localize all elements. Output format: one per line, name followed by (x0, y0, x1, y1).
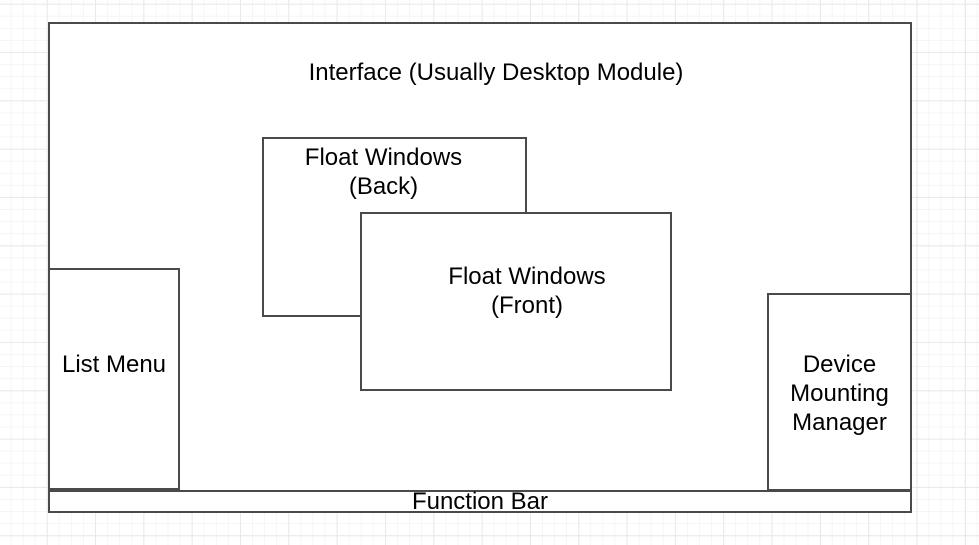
device-mounting-manager-label-line1: Device (802, 351, 877, 378)
float-windows-front-label-line1: Float Windows (448, 263, 606, 290)
device-mounting-manager-label-line3: Manager (792, 409, 887, 436)
float-windows-back-label-line2: (Back) (348, 173, 419, 200)
list-menu-label: List Menu (61, 351, 167, 378)
function-bar-label: Function Bar (411, 488, 549, 515)
float-windows-front-label-line2: (Front) (491, 292, 563, 319)
list-menu-node: List Menu (48, 268, 180, 490)
device-mounting-manager-node: Device Mounting Manager (767, 293, 912, 491)
interface-label: Interface (Usually Desktop Module) (308, 59, 684, 86)
float-windows-back-label: Float Windows (Back) (253, 143, 514, 201)
device-mounting-manager-label-line2: Mounting (790, 380, 889, 407)
float-windows-front-node: Float Windows (Front) (360, 212, 672, 391)
device-mounting-manager-label: Device Mounting Manager (769, 350, 910, 437)
float-windows-back-label-line1: Float Windows (304, 144, 463, 171)
float-windows-front-label: Float Windows (Front) (373, 262, 681, 320)
function-bar-node: Function Bar (48, 488, 912, 515)
